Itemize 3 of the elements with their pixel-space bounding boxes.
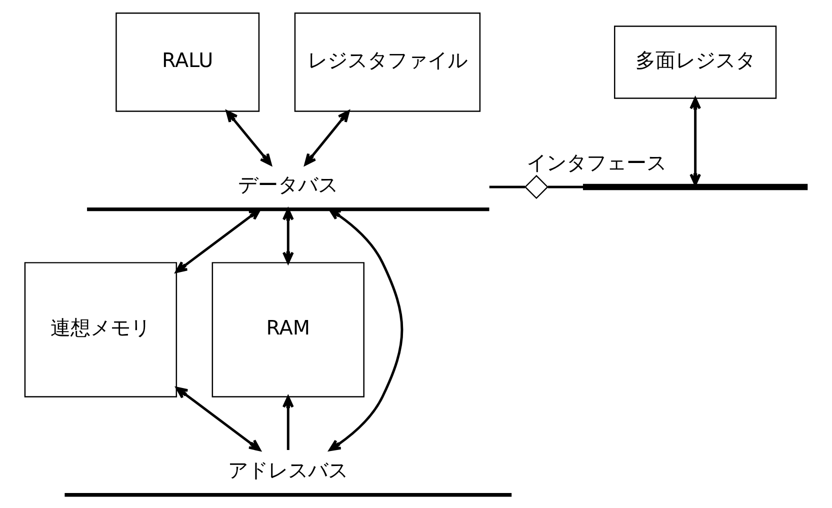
node-text: アドレスバス [228, 459, 348, 482]
node-text: データバス [238, 174, 338, 197]
node-label: インタフェース [526, 151, 667, 174]
